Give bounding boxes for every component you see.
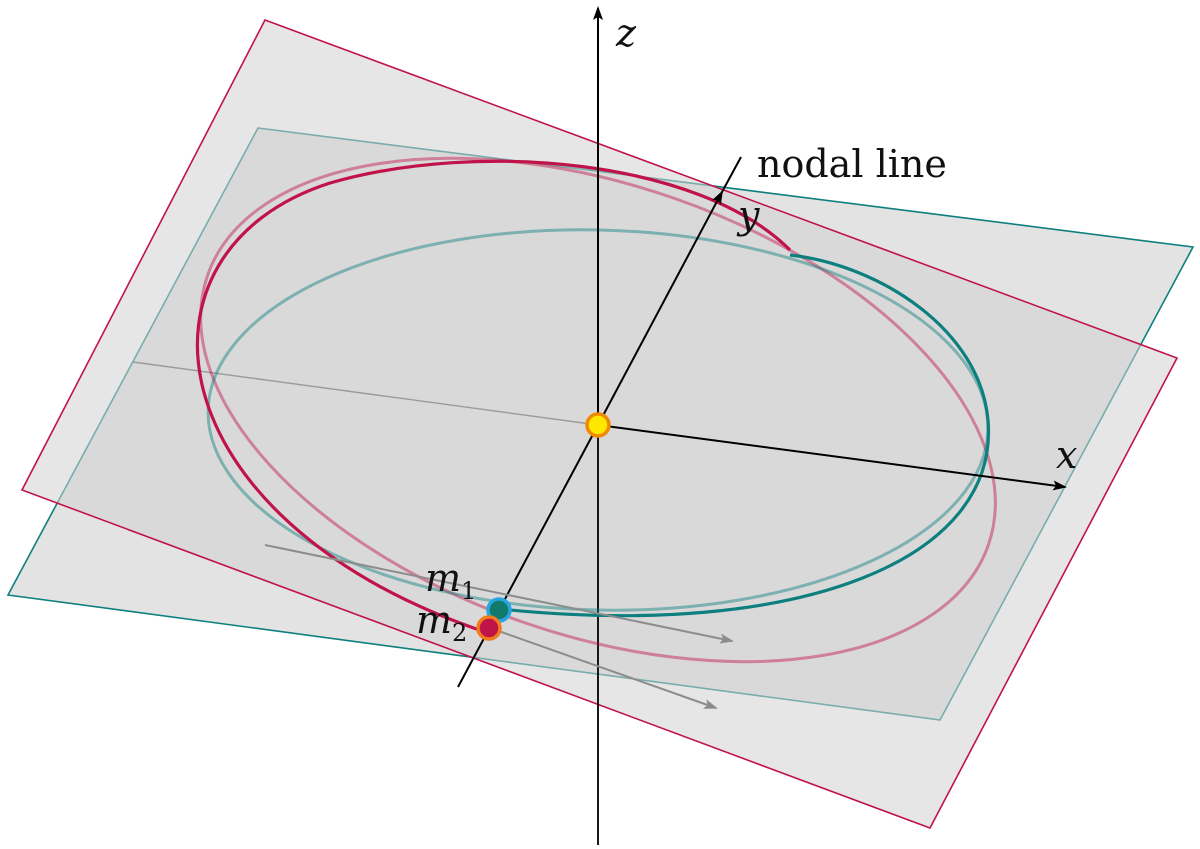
- x-axis: [597, 424, 1067, 491]
- m2-velocity-arrow: [489, 627, 718, 709]
- m2-body: [476, 615, 502, 641]
- m2-label-subscript: 2: [452, 619, 467, 647]
- central-body: [585, 412, 611, 438]
- m2-label: m2: [416, 598, 467, 647]
- teal-orbit: [499, 253, 991, 618]
- z-axis-label: z: [615, 11, 637, 55]
- m1-velocity-arrow: [264, 544, 734, 644]
- negative-x-reference-line: [132, 361, 599, 426]
- m1-label-base: m: [425, 556, 461, 600]
- y-axis: [597, 190, 723, 426]
- crimson-orbit: [195, 159, 792, 635]
- m1-label-subscript: 1: [461, 577, 476, 605]
- x-axis-label: x: [1056, 433, 1077, 477]
- m2-label-base: m: [416, 598, 452, 642]
- nodal-line-label: nodal line: [757, 142, 947, 186]
- nodal-line-upper: [721, 156, 742, 193]
- y-axis-label: y: [736, 193, 760, 237]
- crimson-orbit-back: [199, 156, 997, 664]
- nodal-line-lower: [457, 424, 599, 688]
- m1-label: m1: [425, 556, 476, 605]
